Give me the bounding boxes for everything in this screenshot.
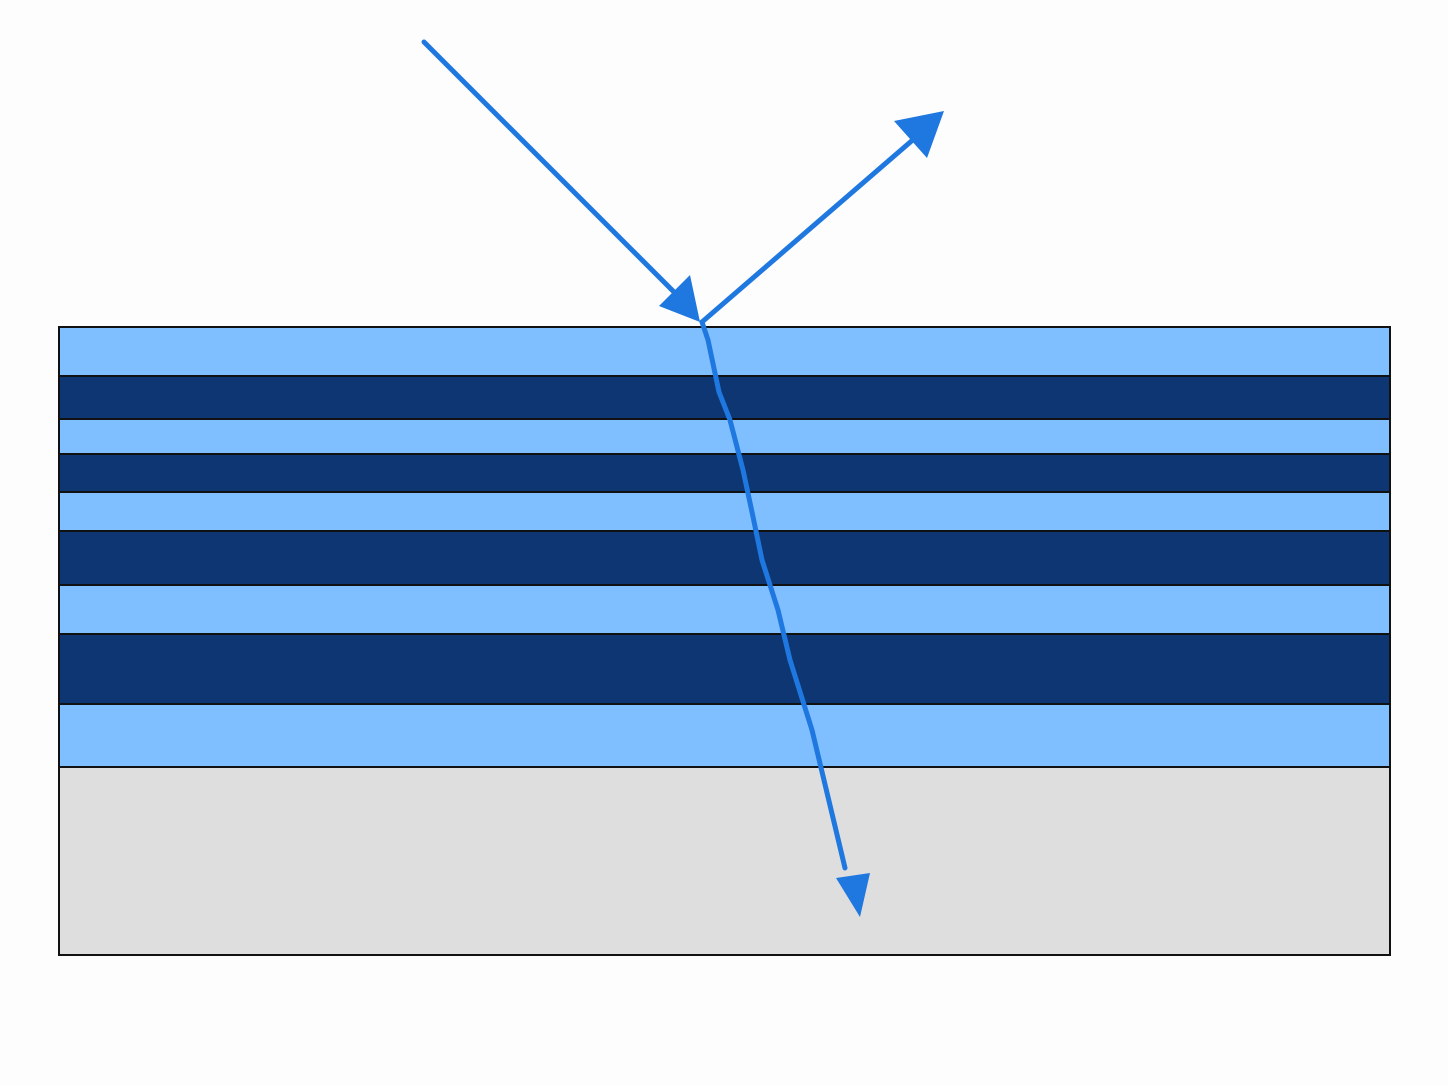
reflected-ray [699, 135, 918, 325]
incident-arrowhead [659, 275, 700, 322]
light-layer [59, 704, 1390, 767]
incident-ray [421, 39, 679, 297]
substrate-layer [59, 767, 1390, 955]
light-layer [59, 585, 1390, 634]
light-layer [59, 327, 1390, 376]
dark-layer [59, 634, 1390, 704]
transmitted-arrowhead [836, 873, 870, 917]
layer-stack [59, 327, 1390, 955]
dark-layer [59, 454, 1390, 492]
light-rays [421, 39, 944, 917]
stack-outline [58, 326, 1391, 956]
transmitted-ray [699, 319, 848, 871]
dark-layer [59, 531, 1390, 585]
reflected-arrowhead [894, 111, 944, 158]
light-layer [59, 492, 1390, 531]
light-layer [59, 419, 1390, 454]
